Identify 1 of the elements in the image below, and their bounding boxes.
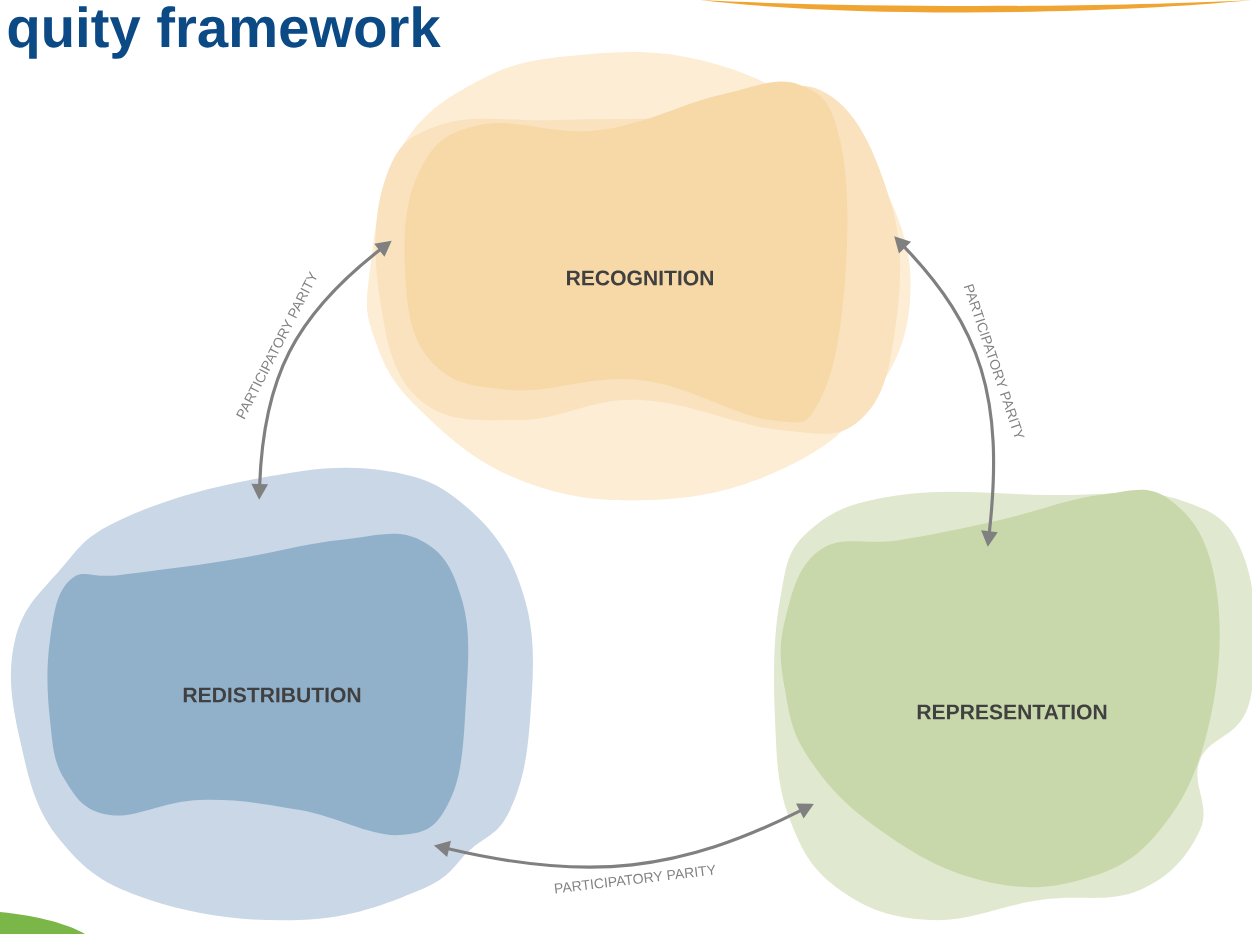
edge-label: PARTICIPATORY PARITY	[551, 862, 719, 896]
